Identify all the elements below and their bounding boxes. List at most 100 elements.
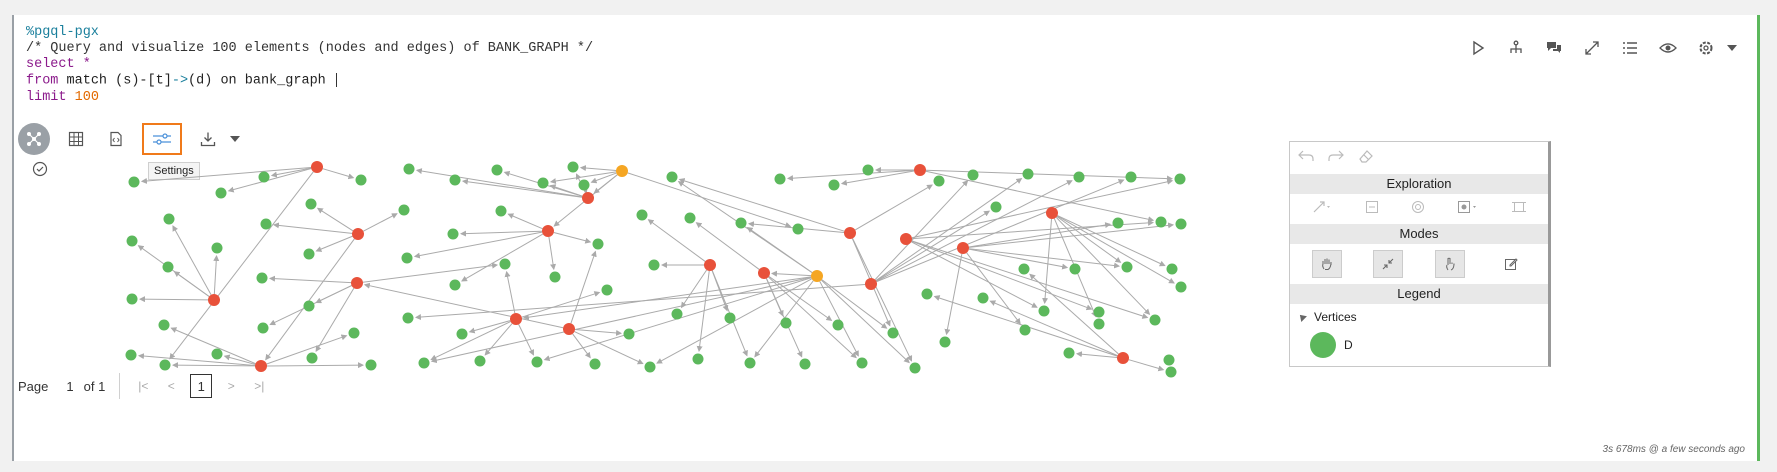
graph-node-d[interactable] (158, 319, 170, 331)
graph-edge[interactable] (171, 362, 256, 369)
graph-edge[interactable] (966, 252, 1021, 325)
graph-edge[interactable] (268, 275, 352, 284)
graph-node-d[interactable] (578, 179, 590, 191)
graph-node-hub[interactable] (865, 278, 877, 290)
graph-node-d[interactable] (449, 174, 461, 186)
graph-node-hub[interactable] (582, 192, 594, 204)
graph-edge[interactable] (322, 168, 355, 180)
graph-node-d[interactable] (589, 358, 601, 370)
undo-icon[interactable] (1298, 149, 1314, 168)
graph-view-button[interactable] (18, 123, 50, 155)
graph-node-d[interactable] (939, 336, 951, 348)
first-page-icon[interactable]: |< (138, 379, 149, 393)
redo-icon[interactable] (1328, 149, 1344, 168)
graph-node-hub[interactable] (351, 277, 363, 289)
graph-edge[interactable] (316, 207, 354, 232)
graph-node-hub[interactable] (510, 313, 522, 325)
graph-node-d[interactable] (491, 164, 503, 176)
eye-icon[interactable] (1657, 37, 1679, 59)
graph-edge[interactable] (461, 178, 583, 198)
graph-node-d[interactable] (684, 212, 696, 224)
graph-node-d[interactable] (402, 312, 414, 324)
graph-edge[interactable] (265, 238, 355, 361)
graph-edge[interactable] (1029, 273, 1119, 355)
graph-node-hub[interactable] (914, 164, 926, 176)
legend-item-d[interactable]: D (1290, 330, 1548, 360)
graph-edge[interactable] (852, 238, 913, 362)
graph-edge[interactable] (854, 184, 933, 231)
graph-node-d[interactable] (792, 223, 804, 235)
graph-node-d[interactable] (967, 169, 979, 181)
graph-edge[interactable] (266, 334, 348, 365)
graph-edge[interactable] (549, 171, 617, 185)
graph-canvas[interactable] (114, 155, 1204, 385)
graph-node-hub[interactable] (311, 161, 323, 173)
graph-edge[interactable] (415, 168, 583, 198)
graph-edge[interactable] (1055, 216, 1151, 315)
graph-node-d[interactable] (531, 356, 543, 368)
graph-edge[interactable] (430, 276, 812, 364)
graph-node-d[interactable] (744, 357, 756, 369)
graph-node-d[interactable] (348, 327, 360, 339)
graph-node-d[interactable] (623, 328, 635, 340)
graph-edge[interactable] (1057, 215, 1166, 267)
graph-node-d[interactable] (537, 177, 549, 189)
graph-edge[interactable] (272, 222, 353, 234)
graph-node-d[interactable] (499, 258, 511, 270)
graph-node-d[interactable] (601, 284, 613, 296)
graph-edge[interactable] (677, 180, 813, 274)
collapse-icon[interactable] (1365, 200, 1379, 219)
graph-node-d[interactable] (1174, 173, 1186, 185)
graph-node-d[interactable] (365, 359, 377, 371)
graph-node-d[interactable] (306, 352, 318, 364)
graph-edge[interactable] (968, 222, 1112, 248)
pan-mode-button[interactable] (1311, 250, 1342, 278)
graph-node-hub[interactable] (758, 267, 770, 279)
graph-node-d[interactable] (1175, 218, 1187, 230)
graph-node-d[interactable] (256, 272, 268, 284)
graph-node-d[interactable] (648, 259, 660, 271)
graph-node-d[interactable] (163, 213, 175, 225)
graph-node-d[interactable] (567, 161, 579, 173)
graph-edge[interactable] (678, 178, 845, 232)
graph-edge[interactable] (627, 172, 792, 228)
graph-edge[interactable] (137, 353, 256, 366)
graph-node-d[interactable] (447, 228, 459, 240)
graph-node-hub[interactable] (844, 227, 856, 239)
graph-node-d[interactable] (258, 171, 270, 183)
fit-mode-button[interactable] (1373, 250, 1404, 278)
download-dropdown-caret[interactable] (230, 136, 240, 142)
graph-node-d[interactable] (832, 319, 844, 331)
graph-node-d[interactable] (933, 175, 945, 187)
graph-node-d[interactable] (1149, 314, 1161, 326)
graph-edge[interactable] (840, 170, 915, 186)
vertices-section[interactable]: Vertices (1290, 304, 1548, 330)
graph-node-hub[interactable] (1117, 352, 1129, 364)
graph-edge[interactable] (223, 354, 256, 365)
graph-node-hub[interactable] (542, 225, 554, 237)
graph-edge[interactable] (315, 285, 352, 304)
graph-node-d[interactable] (1022, 168, 1034, 180)
graph-node-hub[interactable] (957, 242, 969, 254)
graph-edge[interactable] (363, 213, 398, 232)
graph-node-d[interactable] (355, 174, 367, 186)
graph-node-d[interactable] (449, 279, 461, 291)
graph-node-d[interactable] (780, 317, 792, 329)
prev-page-icon[interactable]: < (167, 379, 175, 393)
graph-node-d[interactable] (1018, 263, 1030, 275)
graph-edge[interactable] (172, 225, 212, 295)
graph-edge[interactable] (504, 270, 516, 314)
graph-node-hub[interactable] (900, 233, 912, 245)
graph-node-d[interactable] (1155, 216, 1167, 228)
chat-icon[interactable] (1543, 37, 1565, 59)
graph-edge[interactable] (821, 279, 910, 364)
check-circle-icon[interactable] (32, 161, 50, 179)
graph-edge[interactable] (363, 282, 564, 329)
graph-node-d[interactable] (1093, 306, 1105, 318)
graph-edge[interactable] (590, 172, 617, 184)
graph-edge[interactable] (521, 291, 601, 318)
graph-node-d[interactable] (1019, 324, 1031, 336)
download-button[interactable] (194, 125, 222, 153)
graph-node-d[interactable] (909, 362, 921, 374)
edit-mode-button[interactable] (1496, 250, 1526, 278)
